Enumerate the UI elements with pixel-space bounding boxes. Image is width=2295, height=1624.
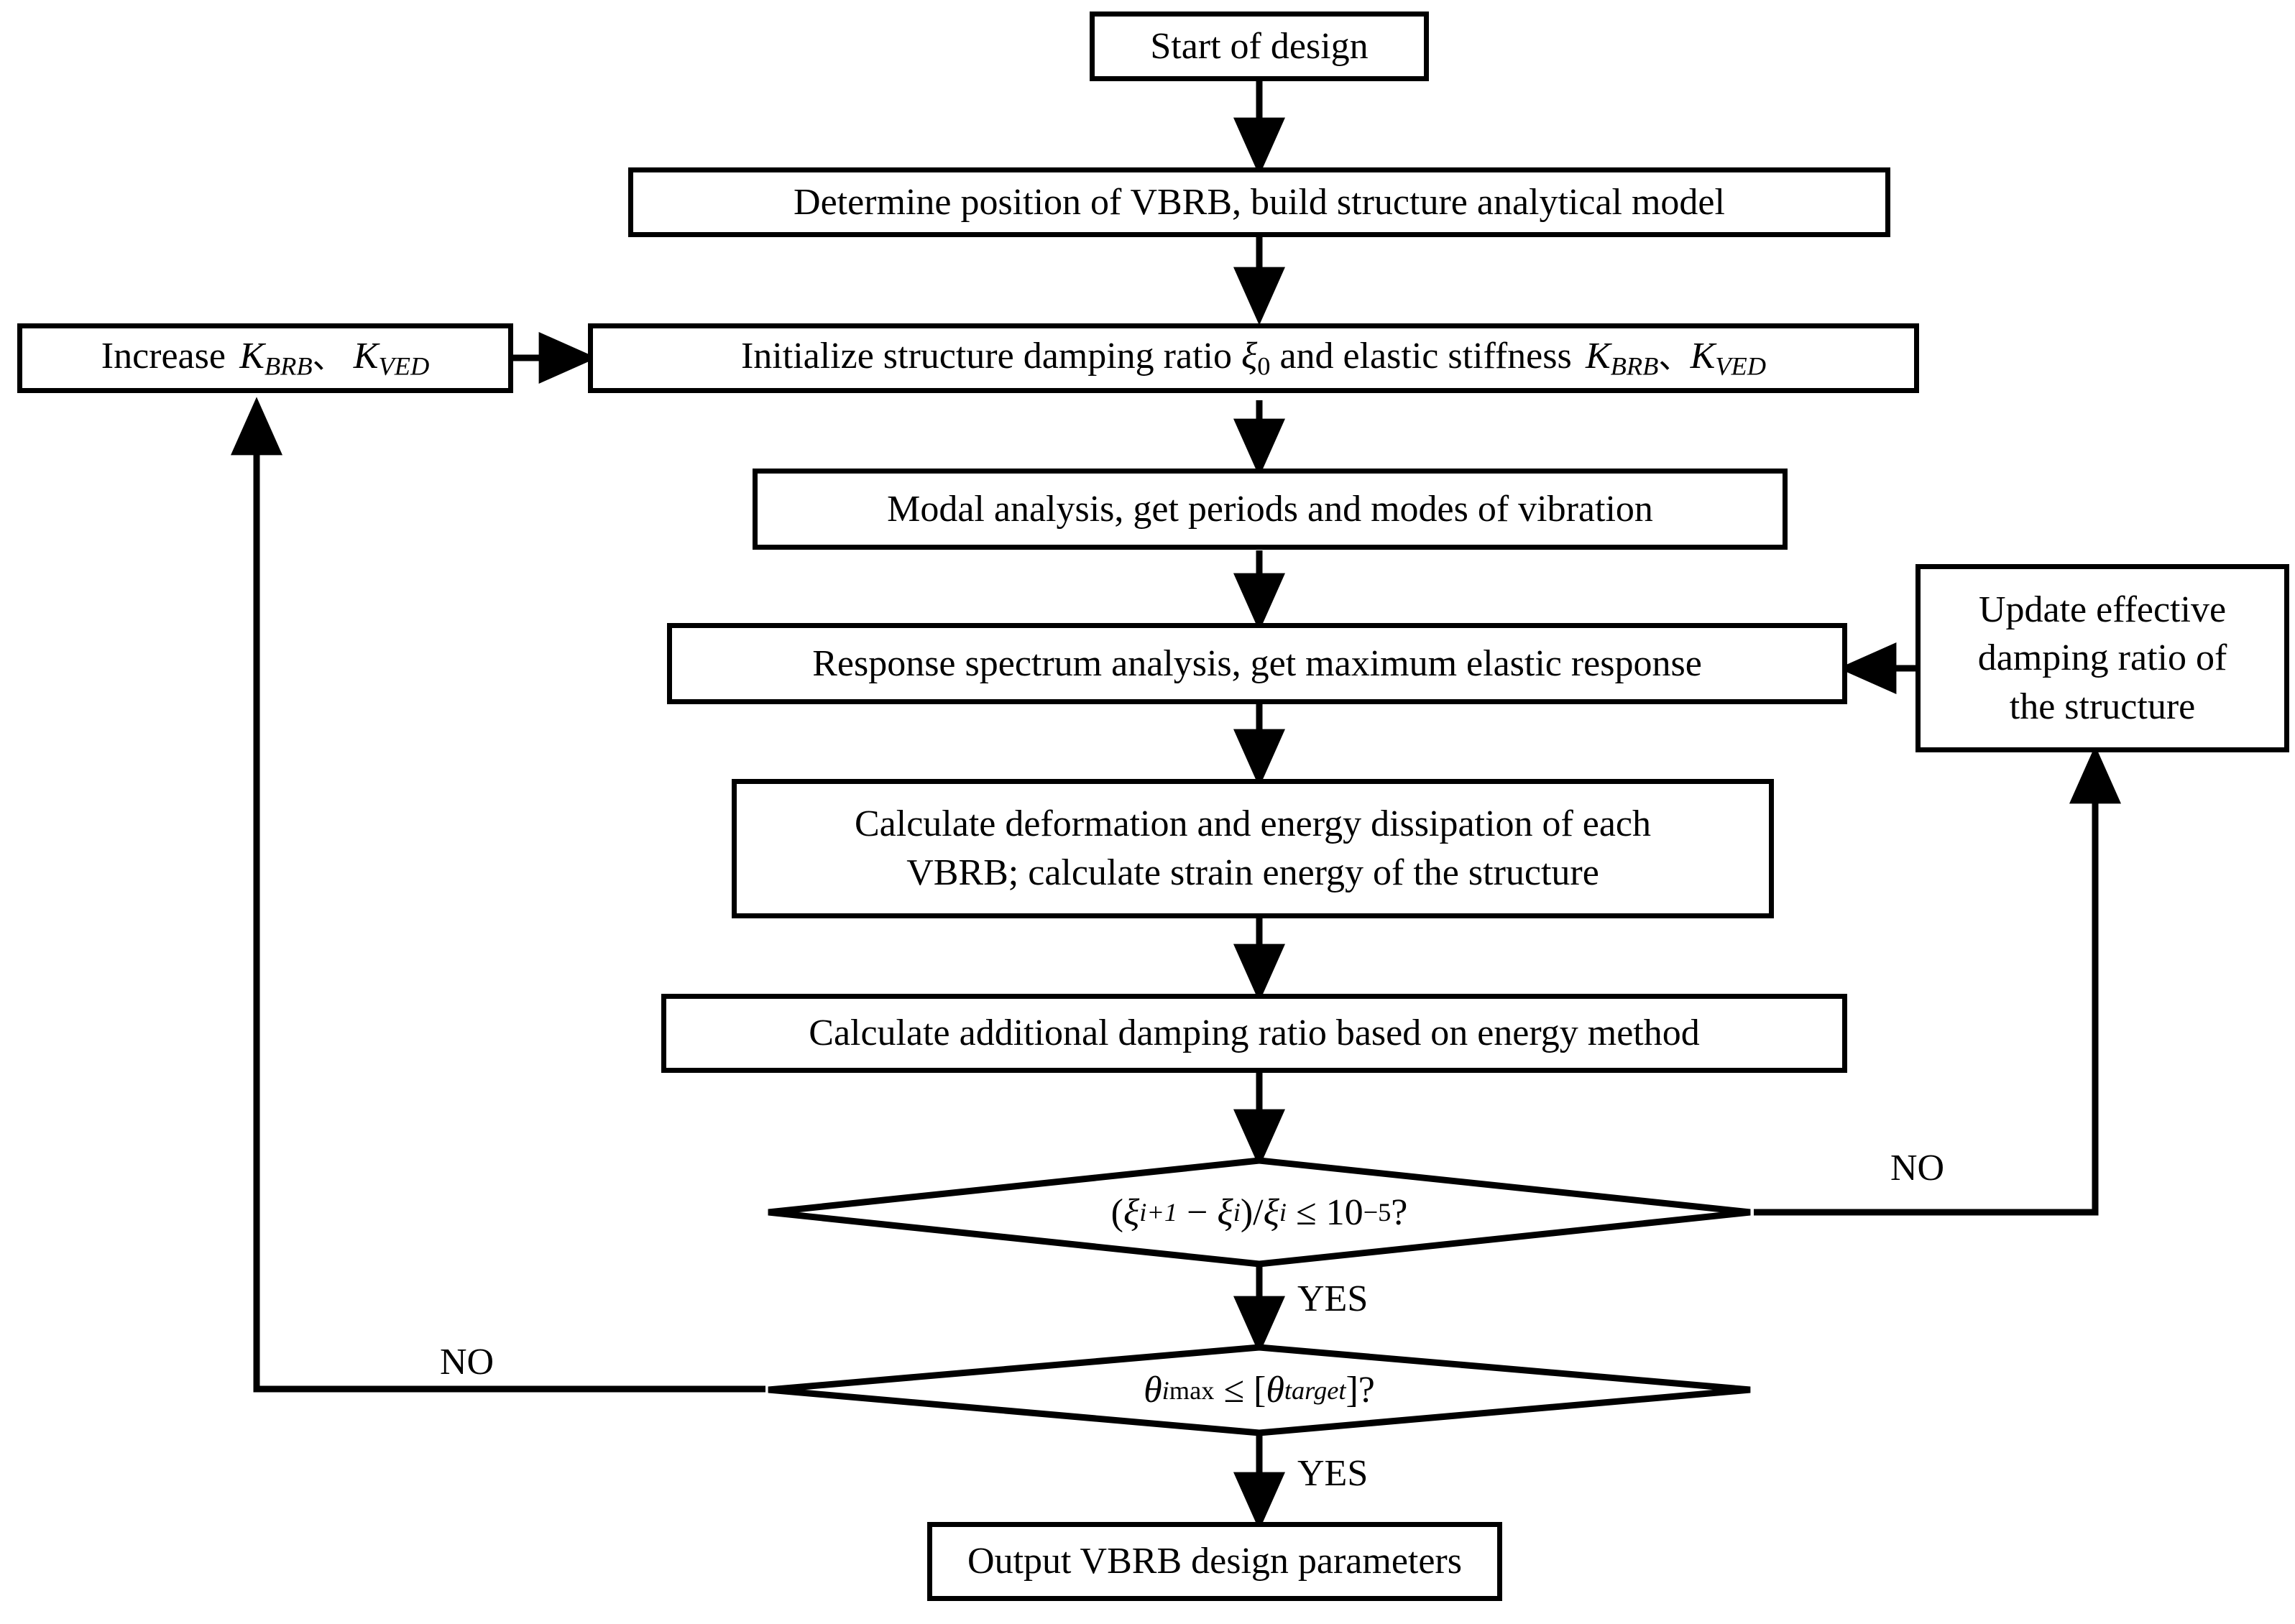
node-modal-label: Modal analysis, get periods and modes of… [887, 488, 1653, 530]
dxi-exponent: −5 [1363, 1198, 1392, 1227]
node-update-line2: damping ratio of [1977, 637, 2227, 679]
node-determine-position[interactable]: Determine position of VBRB, build struct… [628, 167, 1890, 237]
dxi-xi-1: ξ [1123, 1191, 1140, 1233]
node-calculate-additional-damping[interactable]: Calculate additional damping ratio based… [661, 994, 1847, 1073]
yes-theta-text: YES [1297, 1453, 1369, 1494]
edge-label-yes-xi: YES [1297, 1281, 1368, 1318]
node-update-line3: the structure [2009, 686, 2196, 727]
edge-decisiontheta-increase-no [231, 397, 765, 1393]
edge-decisionxi-update-no [1754, 745, 2121, 1216]
increase-sub2: VED [378, 351, 430, 381]
dth-sub-targ: targ [1284, 1375, 1328, 1405]
initialize-sub2: VED [1715, 351, 1766, 381]
node-determine-label: Determine position of VBRB, build struct… [794, 181, 1725, 223]
node-response-label: Response spectrum analysis, get maximum … [812, 642, 1702, 684]
node-increase-stiffness[interactable]: Increase KBRB、 KVED [17, 323, 513, 393]
node-output-parameters[interactable]: Output VBRB design parameters [927, 1522, 1502, 1601]
initialize-sym1: K [1585, 336, 1611, 377]
no-right-text: NO [1890, 1148, 1945, 1189]
node-increase-label: Increase KBRB、 KVED [101, 334, 429, 382]
node-update-line1: Update effective [1978, 589, 2227, 630]
dxi-base: 10 [1325, 1191, 1363, 1233]
node-calcdeform-line2: VBRB; calculate strain energy of the str… [906, 852, 1599, 893]
dxi-close-paren: ) [1240, 1191, 1254, 1233]
dth-question: ? [1358, 1370, 1375, 1411]
node-update-damping-ratio[interactable]: Update effective damping ratio of the st… [1915, 564, 2289, 752]
dth-theta-2: θ [1266, 1370, 1284, 1411]
dth-le: ≤ [1223, 1370, 1244, 1411]
initialize-part1: Initialize structure damping ratio [740, 336, 1232, 377]
dth-theta-1: θ [1144, 1370, 1162, 1411]
yes-xi-text: YES [1297, 1278, 1369, 1319]
dth-sub-max: max [1169, 1375, 1215, 1405]
initialize-part2: and elastic stiffness [1279, 336, 1572, 377]
initialize-sym2: K [1690, 336, 1716, 377]
node-start[interactable]: Start of design [1090, 11, 1429, 81]
dth-sub-et: et [1327, 1375, 1346, 1405]
dxi-slash: / [1253, 1191, 1264, 1233]
initialize-xi-sub: 0 [1257, 351, 1271, 381]
dth-lbracket: [ [1254, 1370, 1266, 1411]
dxi-minus: − [1187, 1191, 1208, 1233]
edge-label-no-right: NO [1890, 1150, 1944, 1187]
node-start-label: Start of design [1150, 25, 1369, 67]
dxi-open-paren: ( [1110, 1191, 1123, 1233]
decision-theta-shape [765, 1345, 1754, 1435]
node-initialize-damping[interactable]: Initialize structure damping ratio ξ0 an… [588, 323, 1919, 393]
node-output-label: Output VBRB design parameters [967, 1541, 1462, 1582]
increase-sub1: BRB [264, 351, 313, 381]
dth-rbracket: ] [1346, 1370, 1358, 1411]
initialize-separator: 、 [1658, 339, 1691, 377]
increase-sym1: K [239, 336, 265, 377]
node-calculate-deformation[interactable]: Calculate deformation and energy dissipa… [732, 779, 1774, 918]
node-modal-analysis[interactable]: Modal analysis, get periods and modes of… [753, 469, 1788, 550]
increase-sym2: K [353, 336, 379, 377]
node-calcdeform-line1: Calculate deformation and energy dissipa… [855, 803, 1651, 845]
increase-separator: 、 [312, 339, 344, 377]
node-initialize-label: Initialize structure damping ratio ξ0 an… [741, 334, 1766, 382]
dxi-sub-i1: i+1 [1139, 1198, 1178, 1227]
initialize-xi: ξ [1241, 336, 1258, 377]
dxi-sub-i-2: i [1233, 1198, 1241, 1227]
edge-label-yes-theta: YES [1297, 1455, 1368, 1492]
dxi-sub-i-3: i [1279, 1198, 1287, 1227]
increase-prefix: Increase [101, 336, 226, 377]
initialize-sub1: BRB [1610, 351, 1659, 381]
dxi-xi-3: ξ [1263, 1191, 1279, 1233]
dxi-le: ≤ [1296, 1191, 1317, 1233]
decision-xi-shape [765, 1158, 1754, 1266]
dxi-xi-2: ξ [1217, 1191, 1233, 1233]
edge-label-no-left: NO [440, 1344, 494, 1381]
dth-sub-i: i [1162, 1375, 1169, 1405]
node-response-spectrum[interactable]: Response spectrum analysis, get maximum … [667, 623, 1847, 704]
dxi-question: ? [1391, 1191, 1408, 1233]
node-calcdamping-label: Calculate additional damping ratio based… [809, 1012, 1700, 1054]
no-left-text: NO [440, 1342, 495, 1383]
